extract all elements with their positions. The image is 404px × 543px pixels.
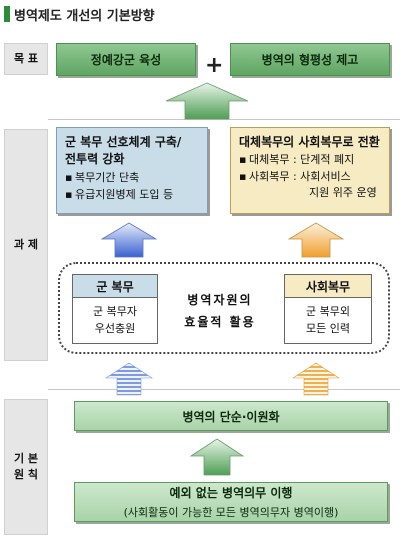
card-military: 군 복무 군 복무자 우선충원 xyxy=(72,274,158,344)
card-social-body: 군 복무외 모든 인력 xyxy=(306,305,350,335)
up-arrow-blue xyxy=(101,222,157,258)
title-marker xyxy=(4,6,10,22)
principle-simplify-text: 병역의 단순·이원화 xyxy=(182,409,280,424)
card-social: 사회복무 군 복무외 모든 인력 xyxy=(284,274,372,344)
plus-sign: + xyxy=(205,53,224,78)
principle-no-exceptions-main: 예외 없는 병역의무 이행 xyxy=(169,486,293,500)
task-social-service: 대체복무의 사회복무로 전환 ▪대체복무 : 단계적 폐지 ▪사회복무 : 사회… xyxy=(230,127,390,214)
goal-equity: 병역의 형평성 제고 xyxy=(230,43,390,76)
task-military-service: 군 복무 선호체계 구축/ 전투력 강화 ▪복무기간 단축 ▪유급지원병제 도입… xyxy=(56,127,208,214)
card-military-body: 군 복무자 우선충원 xyxy=(93,305,137,335)
resource-center-text: 병역자원의 효율적 활용 xyxy=(184,293,256,329)
label-principle: 기 본 원 칙 xyxy=(4,399,48,535)
principle-no-exceptions-sub: (사회활동이 가능한 모든 병역의무자 병역이행) xyxy=(123,506,339,519)
resource-frame xyxy=(58,262,390,354)
task-left-bullet: ▪복무기간 단축 xyxy=(65,170,140,184)
separator-task xyxy=(48,389,400,390)
principle-simplify: 병역의 단순·이원화 xyxy=(74,401,388,431)
card-military-title: 군 복무 xyxy=(73,275,157,298)
separator-goal xyxy=(48,119,400,120)
task-right-heading: 대체복무의 사회복무로 전환 xyxy=(239,135,380,149)
up-arrow-orange xyxy=(288,222,344,258)
up-arrow-green-small xyxy=(190,438,244,476)
label-task: 과 제 xyxy=(4,129,48,361)
up-arrow-green xyxy=(165,82,249,120)
task-right-bullet: ▪사회복무 : 사회서비스 xyxy=(239,170,351,184)
card-social-title: 사회복무 xyxy=(285,275,371,298)
goal-elite-army: 정예강군 육성 xyxy=(56,43,196,76)
task-left-heading-2: 전투력 강화 xyxy=(65,152,125,167)
principle-no-exceptions: 예외 없는 병역의무 이행 (사회활동이 가능한 모든 병역의무자 병역이행) xyxy=(74,482,388,522)
label-goal: 목 표 xyxy=(4,43,48,75)
task-right-bullet-cont: 지원 위주 운영 xyxy=(309,186,377,200)
task-left-heading-1: 군 복무 선호체계 구축/ xyxy=(65,135,182,149)
task-left-bullet: ▪유급지원병제 도입 등 xyxy=(65,187,174,201)
label-principle-text: 기 본 원 칙 xyxy=(13,451,39,482)
page-title: 병역제도 개선의 기본방향 xyxy=(14,9,155,24)
up-arrow-blue-striped xyxy=(105,362,153,396)
task-right-bullet: ▪대체복무 : 단계적 폐지 xyxy=(239,153,355,167)
up-arrow-orange-striped xyxy=(292,362,340,396)
